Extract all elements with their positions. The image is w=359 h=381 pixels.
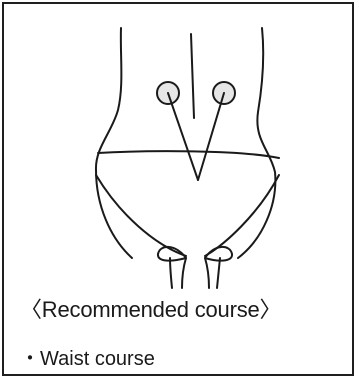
right-thigh-line	[205, 258, 209, 288]
course-line-right	[198, 93, 224, 180]
recommended-course-heading: 〈Recommended course〉	[0, 292, 359, 324]
right-outer-thigh	[217, 258, 220, 288]
left-thigh-line	[182, 258, 186, 288]
left-body-contour	[96, 28, 132, 258]
waist-course-item: ・Waist course	[0, 342, 359, 371]
underwear-left-leg	[96, 175, 186, 256]
buttock-right-curve	[205, 247, 232, 261]
spine-line	[191, 34, 194, 118]
left-outer-thigh	[170, 258, 172, 288]
